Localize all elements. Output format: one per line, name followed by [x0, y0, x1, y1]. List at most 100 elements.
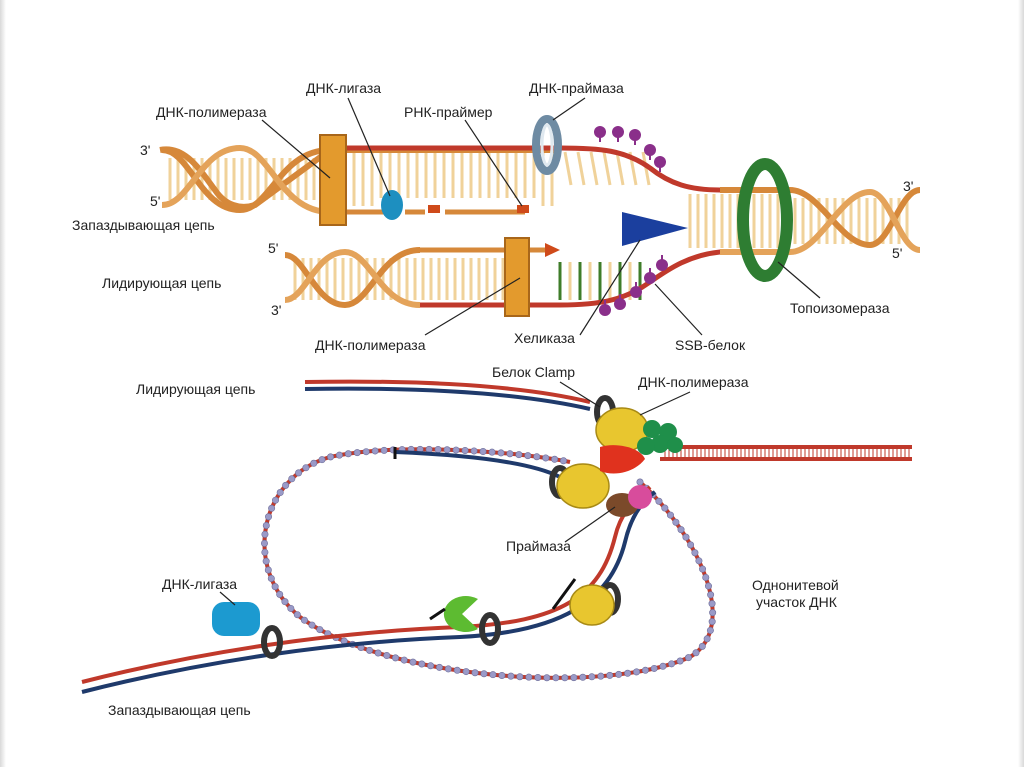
leading-helix-twist-b — [284, 248, 421, 308]
rna-primer-b — [517, 205, 529, 213]
ssb-bead — [655, 497, 663, 505]
ssb-bead — [318, 456, 326, 464]
ssb-bead — [293, 611, 301, 619]
ssb-bead — [327, 453, 335, 461]
ssb-bead — [344, 450, 352, 458]
ssb-protein-dot — [612, 126, 624, 138]
dna-ligase-shape — [381, 190, 403, 220]
ssb-bead — [265, 513, 273, 521]
ssb-bead — [570, 674, 578, 682]
ssb-bead — [525, 673, 533, 681]
lagging-strand-navy — [81, 490, 657, 694]
ssb-bead — [677, 526, 685, 534]
rung — [615, 151, 625, 186]
ssb-bead — [261, 530, 269, 538]
ssb-bead — [264, 566, 272, 574]
primer-ticks — [393, 447, 577, 621]
ssb-bead — [288, 475, 296, 483]
label-lagging-strand-top: Запаздывающая цепь — [72, 217, 215, 233]
ssb-bead — [533, 453, 541, 461]
ssb-bead — [661, 504, 669, 512]
ssb-protein-dot — [614, 298, 626, 310]
end-label-lagging-3: 3' — [140, 142, 151, 158]
ssb-bead — [282, 481, 290, 489]
ssb-bead — [310, 459, 318, 467]
ssb-bead — [606, 671, 614, 679]
ssb-bead — [479, 448, 487, 456]
label-helicase: Хеликаза — [514, 330, 575, 346]
end-label-lagging-5: 5' — [150, 193, 161, 209]
label-dna-ligase-top: ДНК-лигаза — [306, 80, 382, 96]
ssb-bead — [353, 449, 361, 457]
end-label-leading-5: 5' — [268, 240, 279, 256]
ssb-bead — [507, 672, 515, 680]
ssb-bead — [362, 448, 370, 456]
ssb-bead — [552, 674, 560, 682]
left-slide-shadow — [0, 0, 6, 767]
ssb-bead — [489, 671, 497, 679]
ssb-bead — [295, 469, 303, 477]
label-dna-ligase-lower: ДНК-лигаза — [162, 576, 238, 592]
ssb-bead — [695, 557, 703, 565]
ssb-bead — [615, 670, 623, 678]
rna-primer-a — [428, 205, 440, 213]
ssb-bead — [543, 674, 551, 682]
ssb-bead — [706, 626, 714, 634]
ssb-bead — [444, 665, 452, 673]
rung — [589, 151, 599, 186]
ssb-bead — [707, 591, 715, 599]
ssb-bead — [687, 541, 695, 549]
label-leading-strand-top: Лидирующая цепь — [102, 275, 222, 291]
leading-strand-parent-navy — [304, 386, 591, 411]
label-single-strand-line2: участок ДНК — [756, 594, 837, 610]
ssb-bead — [335, 451, 343, 459]
ssb-bead — [267, 574, 275, 582]
ssb-bead — [515, 451, 523, 459]
ssb-bead — [443, 446, 451, 454]
ssb-bead — [542, 454, 550, 462]
ssb-bead — [588, 673, 596, 681]
label-primase: Праймаза — [506, 538, 571, 554]
ssb-bead — [261, 548, 269, 556]
ssb-bead — [471, 669, 479, 677]
dna-pol-i-shape — [443, 596, 478, 632]
parent-duplex-top — [720, 187, 921, 249]
ssb-protein-dot — [644, 144, 656, 156]
ssb-bead — [703, 635, 711, 643]
label-clamp-protein: Белок Clamp — [492, 364, 576, 380]
ssb-protein-dot — [594, 126, 606, 138]
ssb-bead — [488, 448, 496, 456]
nascent-lagging-navy — [394, 450, 561, 479]
helicase-wedge — [622, 212, 688, 246]
label-topoisomerase: Топоизомераза — [790, 300, 890, 316]
ssb-bead — [470, 447, 478, 455]
ssb-bead — [276, 590, 284, 598]
label-rna-primer: РНК-праймер — [404, 104, 493, 120]
dna-primase-ring-highlight — [540, 123, 554, 167]
ssb-bead — [659, 662, 667, 670]
ssb-bead — [380, 446, 388, 454]
leading-strand-parent-red — [304, 379, 591, 404]
ssb-bead — [452, 446, 460, 454]
ssb-bead — [708, 600, 716, 608]
ssb-bead — [666, 511, 674, 519]
ssb-protein-dot — [654, 156, 666, 168]
ssb-bead — [391, 654, 399, 662]
bottom-replisome-diagram — [81, 379, 912, 694]
tau-protein — [600, 445, 645, 474]
label-lagging-strand-bottom: Запаздывающая цепь — [108, 702, 251, 718]
ssb-bead — [524, 452, 532, 460]
ssb-bead — [366, 646, 374, 654]
ssb-bead — [704, 582, 712, 590]
ssb-bead — [302, 464, 310, 472]
ssb-bead — [672, 518, 680, 526]
label-leading-strand-bottom: Лидирующая цепь — [136, 381, 256, 397]
ssb-bead — [462, 668, 470, 676]
ssb-bead — [260, 539, 268, 547]
ssb-bead — [262, 521, 270, 529]
ssb-bead — [262, 557, 270, 565]
ssb-bead — [650, 664, 658, 672]
ssb-bead — [698, 642, 706, 650]
ssb-bead — [641, 666, 649, 674]
ssb-bead — [374, 649, 382, 657]
